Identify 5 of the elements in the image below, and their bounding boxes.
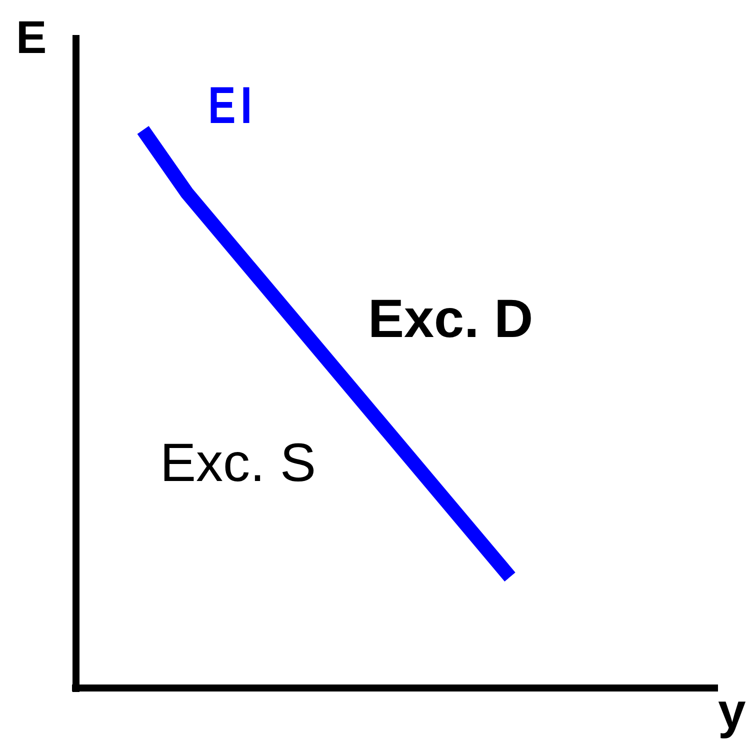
curve-label: EI bbox=[208, 80, 257, 132]
region-label: Exc. S bbox=[160, 436, 316, 490]
axis-label: y bbox=[718, 686, 746, 736]
region-label: Exc. D bbox=[368, 292, 534, 346]
axis-label: E bbox=[16, 14, 47, 60]
